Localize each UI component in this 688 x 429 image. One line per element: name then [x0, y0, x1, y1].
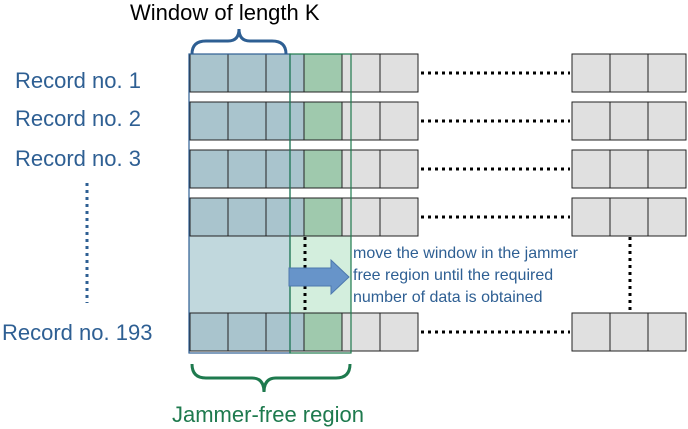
jammer-free-title: Jammer-free region — [172, 402, 364, 427]
record-cell — [265, 53, 305, 93]
window-length-title: Window of length K — [130, 0, 320, 25]
record-cell — [265, 149, 305, 189]
record-cell — [341, 197, 381, 237]
record-cell — [647, 197, 687, 237]
record-cell — [609, 149, 649, 189]
note-line-2: free region until the required — [353, 267, 553, 284]
record-cell — [341, 312, 381, 352]
record-cell — [189, 101, 229, 141]
note-line-1: move the window in the jammer — [353, 245, 579, 262]
record-cell — [571, 53, 611, 93]
record-cell — [571, 149, 611, 189]
record-cell — [303, 149, 343, 189]
record-cell — [379, 197, 419, 237]
record-cell — [647, 101, 687, 141]
record-cell — [341, 149, 381, 189]
record-cell — [303, 101, 343, 141]
record-cell — [341, 101, 381, 141]
record-cell — [189, 53, 229, 93]
record-cell — [647, 53, 687, 93]
record-label-1: Record no. 1 — [15, 68, 141, 93]
record-cell — [379, 101, 419, 141]
record-cell — [303, 197, 343, 237]
record-cell — [571, 312, 611, 352]
record-cell — [379, 53, 419, 93]
note-line-3: number of data is obtained — [353, 289, 542, 306]
arrow-right-icon — [288, 258, 350, 296]
record-label-3: Record no. 3 — [15, 146, 141, 171]
record-row-193 — [189, 312, 687, 352]
record-cell — [265, 197, 305, 237]
record-cell — [227, 53, 267, 93]
record-cell — [647, 149, 687, 189]
record-cell — [571, 197, 611, 237]
record-cell — [189, 149, 229, 189]
record-cell — [227, 101, 267, 141]
record-cell — [303, 312, 343, 352]
jammer-free-brace — [190, 363, 352, 393]
record-row-3 — [189, 149, 687, 189]
record-row-2 — [189, 101, 687, 141]
record-label-193: Record no. 193 — [2, 320, 152, 345]
record-cell — [189, 312, 229, 352]
record-cell — [609, 197, 649, 237]
record-cell — [379, 312, 419, 352]
record-cell — [379, 149, 419, 189]
record-cell — [189, 197, 229, 237]
record-cell — [609, 312, 649, 352]
record-cell — [303, 53, 343, 93]
record-cell — [341, 53, 381, 93]
jammer-free-outline — [289, 53, 352, 354]
record-cell — [265, 312, 305, 352]
record-cell — [609, 101, 649, 141]
record-rows — [189, 53, 687, 352]
record-label-2: Record no. 2 — [15, 106, 141, 131]
record-cell — [647, 312, 687, 352]
record-cell — [227, 197, 267, 237]
record-row-1 — [189, 53, 687, 93]
window-brace — [190, 28, 288, 55]
record-row-4 — [189, 197, 687, 237]
record-cell — [265, 101, 305, 141]
record-cell — [227, 149, 267, 189]
record-cell — [227, 312, 267, 352]
gap-window-zone — [189, 236, 290, 313]
record-cell — [609, 53, 649, 93]
record-cell — [571, 101, 611, 141]
